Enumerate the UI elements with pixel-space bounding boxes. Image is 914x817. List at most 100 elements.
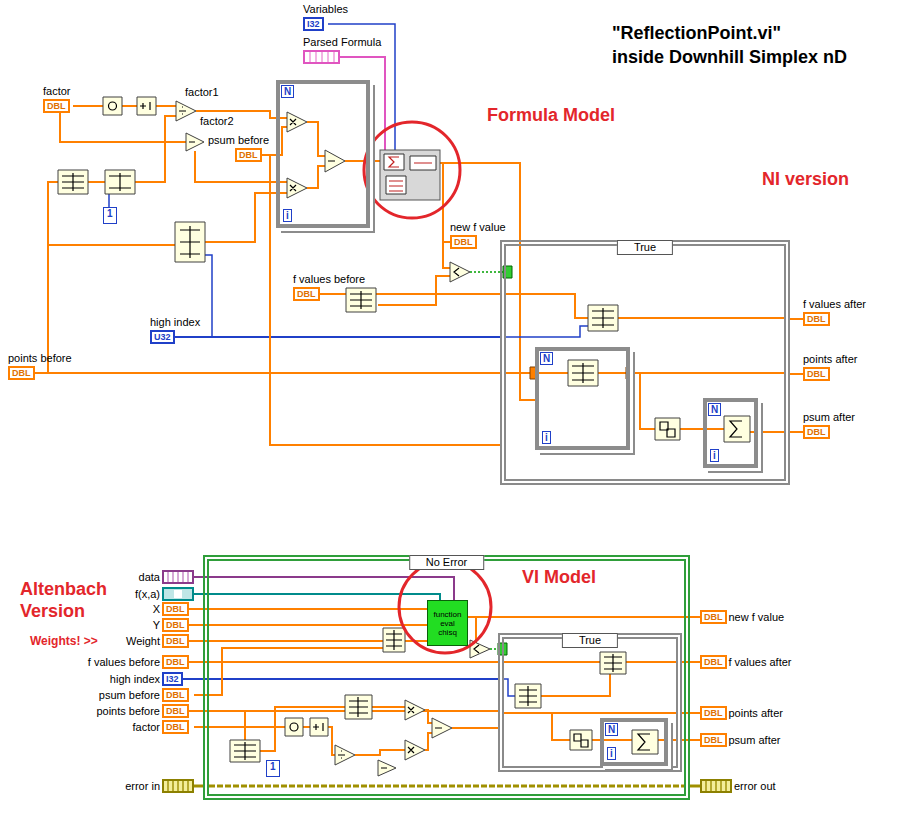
terminal-label: psum after	[729, 734, 781, 747]
control-terminal: XDBL	[162, 602, 189, 616]
wire	[690, 785, 700, 788]
loop-count: N	[708, 403, 721, 416]
terminal-label: new f value	[450, 221, 506, 234]
data-type: DBL	[704, 735, 723, 745]
terminal-label: psum after	[803, 411, 855, 424]
data-type: DBL	[166, 690, 185, 700]
case-structure: No Error function eval chisqTrueNi 1	[203, 555, 690, 800]
case-selector: True	[617, 240, 673, 255]
formula-glyph	[389, 157, 432, 191]
for-loop: Ni	[600, 718, 668, 766]
data-type: DBL	[166, 706, 185, 716]
terminal-label: points after	[803, 353, 857, 366]
subtitle: inside Downhill Simplex nD	[612, 46, 847, 68]
control-terminal: f(x,a)	[162, 587, 194, 601]
data-type: DBL	[239, 150, 258, 160]
loop-iteration: i	[283, 209, 292, 222]
callout-label: Formula Model	[487, 104, 615, 126]
wire	[790, 318, 803, 320]
data-type: DBL	[47, 101, 66, 111]
data-type: DBL	[704, 657, 723, 667]
control-terminal: YDBL	[162, 618, 189, 632]
constant-value: 1	[107, 208, 113, 219]
for-loop: Ni	[703, 398, 758, 468]
indicator-terminal: new f valueDBL	[700, 610, 727, 624]
wire	[189, 608, 428, 610]
terminal-label: new f value	[729, 611, 785, 624]
callout-label: NI version	[762, 168, 849, 190]
terminal-label: points before	[96, 705, 160, 718]
data-type: DBL	[807, 369, 826, 379]
loop-count: N	[281, 85, 294, 98]
data-type: I32	[307, 19, 320, 29]
terminal-label: psum before	[208, 134, 269, 147]
indicator-terminal: f values afterDBL	[803, 312, 830, 326]
indicator-terminal: error out	[700, 779, 732, 793]
indicator-terminal: psum afterDBL	[700, 733, 727, 747]
terminal-label: factor	[43, 85, 71, 98]
data-type: I32	[166, 674, 179, 684]
indicator-terminal: points afterDBL	[803, 367, 830, 381]
data-type: DBL	[454, 237, 473, 247]
wire	[189, 661, 499, 663]
data-type: DBL	[807, 427, 826, 437]
primitive-icon	[58, 97, 750, 776]
numeric-constant: 1	[103, 207, 117, 224]
control-terminal: Parsed Formula	[303, 50, 340, 64]
wire	[468, 616, 700, 618]
wire	[175, 336, 500, 338]
terminal-label: data	[139, 571, 160, 584]
control-terminal: f values beforeDBL	[162, 655, 189, 669]
formula-icon	[384, 154, 436, 194]
terminal-label: points after	[729, 707, 783, 720]
control-terminal: VariablesI32	[303, 17, 324, 31]
control-terminal: points beforeDBL	[162, 704, 189, 718]
for-loop: Ni	[535, 347, 630, 450]
subvi-node: function eval chisq	[427, 600, 468, 646]
wire	[790, 373, 803, 375]
loop-count: N	[540, 352, 553, 365]
terminal-label: X	[153, 603, 160, 616]
wire	[194, 785, 203, 788]
terminal-label: error in	[125, 780, 160, 793]
data-type: DBL	[166, 636, 185, 646]
data-type: DBL	[166, 604, 185, 614]
indicator-terminal: psum afterDBL	[803, 425, 830, 439]
highlight-circle	[364, 122, 491, 653]
loop-iteration: i	[607, 747, 616, 760]
terminal-label: f values after	[729, 656, 792, 669]
loop-iteration: i	[542, 431, 551, 444]
formula-node	[380, 150, 440, 200]
terminal-label: psum before	[99, 689, 160, 702]
case-selector: True	[562, 633, 618, 648]
loop-iteration: i	[710, 449, 719, 462]
indicator-terminal: new f valueDBL	[450, 235, 477, 249]
terminal-label: high index	[110, 673, 160, 686]
data-type: DBL	[704, 708, 723, 718]
terminal-label: factor	[132, 721, 160, 734]
constant-value: 1	[270, 761, 276, 772]
loop-count: N	[605, 723, 618, 736]
terminal-label: Y	[153, 619, 160, 632]
case-structure: TrueNi	[498, 633, 682, 772]
control-terminal: high indexI32	[162, 672, 183, 686]
data-type: DBL	[12, 368, 31, 378]
wire	[194, 594, 440, 600]
numeric-constant: 1	[266, 760, 280, 777]
terminal-label: Weight	[126, 635, 160, 648]
callout-label: VI Model	[522, 566, 596, 588]
indicator-terminal: points afterDBL	[700, 706, 727, 720]
control-terminal: points beforeDBL	[8, 366, 35, 380]
wire	[262, 154, 277, 156]
case-selector: No Error	[409, 555, 485, 570]
wire	[790, 431, 803, 433]
control-terminal: error in	[162, 779, 194, 793]
terminal-label: f values after	[803, 298, 866, 311]
data-type: DBL	[166, 657, 185, 667]
terminal-label: Parsed Formula	[303, 36, 381, 49]
terminal-label: high index	[150, 316, 200, 329]
control-terminal: high indexU32	[150, 330, 175, 344]
data-type: DBL	[704, 612, 723, 622]
control-terminal: psum beforeDBL	[235, 148, 262, 162]
